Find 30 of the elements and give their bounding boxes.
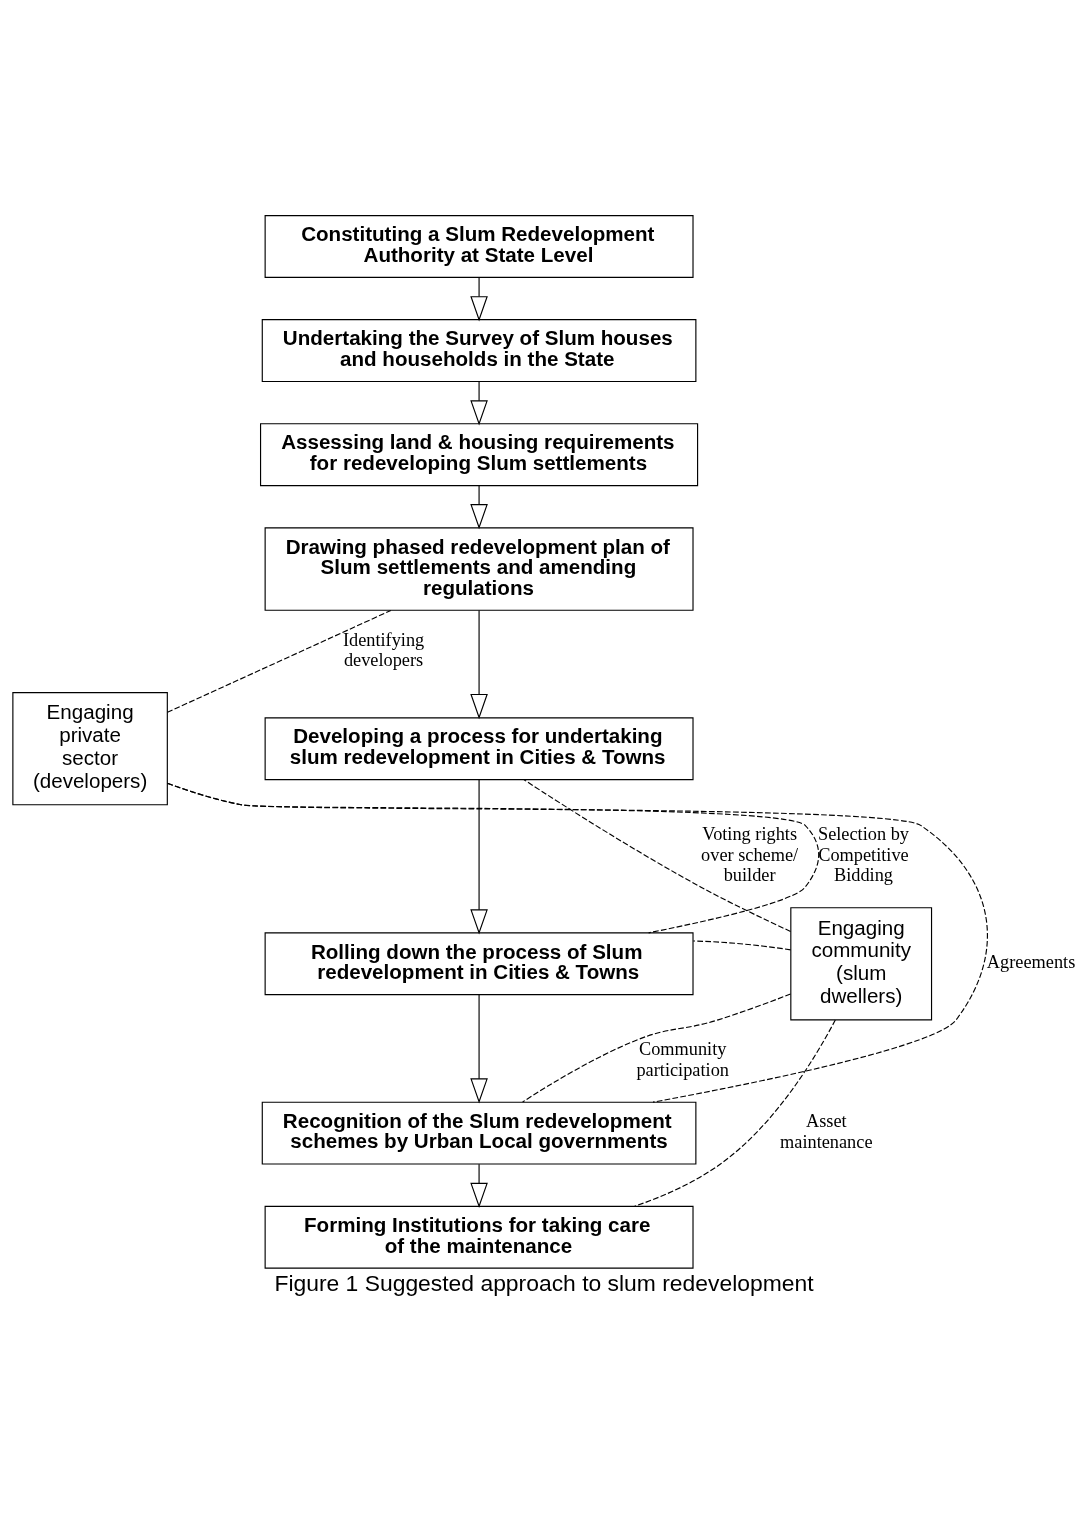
edge-label: Identifying developers xyxy=(342,629,425,670)
arrow xyxy=(470,484,488,529)
node-box: Rolling down the process of Slum redevelopment in Cities & Towns xyxy=(264,931,694,995)
connector xyxy=(523,778,792,932)
connector xyxy=(166,782,988,1103)
node-box: Engaging community (slum dwellers) xyxy=(790,906,933,1020)
edge-label: Selection by Competitive Bidding xyxy=(817,823,909,885)
connector xyxy=(166,609,392,713)
arrow xyxy=(470,380,488,425)
node-box: Recognition of the Slum redevelopment schemes by Urban Local governments xyxy=(261,1101,697,1165)
edge-label: Asset maintenance xyxy=(780,1110,873,1152)
arrow xyxy=(470,1163,488,1208)
connector xyxy=(634,1018,836,1207)
node-box: Developing a process for undertaking slum redevelopment in Cities & Towns xyxy=(264,716,694,780)
node-box: Forming Institutions for taking care of the maintenance xyxy=(264,1205,694,1269)
node-box: Drawing phased redevelopment plan of Slum settlements and amending regulations xyxy=(264,526,694,611)
node-box: Constituting a Slum Redevelopment Authority at State Level xyxy=(264,214,694,278)
node-box: Engaging private sector (developers) xyxy=(12,691,168,805)
edge-label: Agreements xyxy=(986,951,1076,972)
caption: Figure 1 Suggested approach to slum redevelopment xyxy=(274,1269,814,1296)
arrow xyxy=(470,276,488,321)
connector xyxy=(522,992,792,1103)
node-box: Assessing land & housing requirements for redeveloping Slum settlements xyxy=(260,422,699,486)
edge-label: Community participation xyxy=(636,1038,729,1080)
arrow xyxy=(470,993,488,1103)
edge-label: Voting rights over scheme/ builder xyxy=(701,823,799,885)
connector xyxy=(692,939,792,950)
arrow xyxy=(470,609,488,719)
node-box: Undertaking the Survey of Slum houses and households in the State xyxy=(261,318,697,382)
arrow xyxy=(470,778,488,934)
